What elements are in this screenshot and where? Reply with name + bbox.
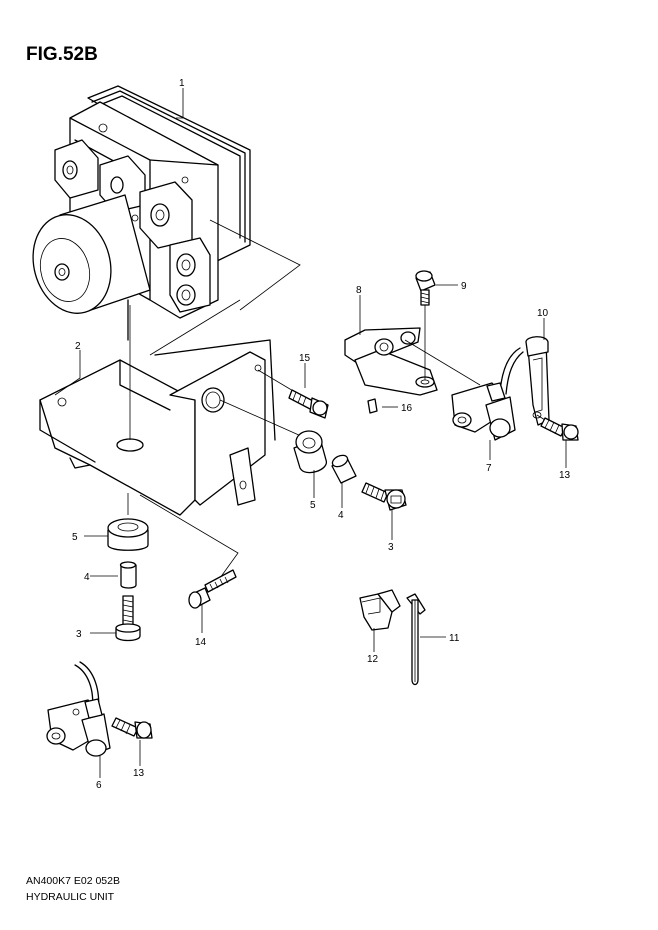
bolt-9-part[interactable] xyxy=(415,270,436,380)
hydraulic-unit-part[interactable] xyxy=(22,85,251,341)
cable-tie-part[interactable] xyxy=(406,593,426,686)
callout-7: 7 xyxy=(486,463,492,474)
speed-sensor-right-part[interactable] xyxy=(404,339,524,441)
callout-5: 5 xyxy=(72,532,78,543)
callout-15: 15 xyxy=(299,353,311,364)
callout-3: 3 xyxy=(76,629,82,640)
callout-10: 10 xyxy=(537,308,549,319)
callout-12: 12 xyxy=(367,654,379,665)
callout-16: 16 xyxy=(401,403,413,414)
callout-4: 4 xyxy=(84,572,90,583)
collar-left-part[interactable] xyxy=(119,561,137,589)
callout-14: 14 xyxy=(195,637,207,648)
figure-title: FIG.52B xyxy=(26,44,98,65)
collar-right-part[interactable] xyxy=(331,453,357,484)
figure-code: AN400K7 E02 052B xyxy=(26,875,120,887)
callout-13: 13 xyxy=(559,470,571,481)
callout-3: 3 xyxy=(388,542,394,553)
bolt-13-left-part[interactable] xyxy=(111,717,153,739)
bolt-right-part[interactable] xyxy=(361,482,407,511)
cable-clamp-part[interactable] xyxy=(525,336,550,426)
bolt-13-right-part[interactable] xyxy=(536,414,579,441)
figure-name: HYDRAULIC UNIT xyxy=(26,891,115,903)
callout-9: 9 xyxy=(461,281,467,292)
callout-8: 8 xyxy=(356,285,362,296)
hose-clip-part[interactable] xyxy=(359,589,401,631)
callout-13: 13 xyxy=(133,768,145,779)
speed-sensor-left-part[interactable] xyxy=(46,661,111,757)
mounting-bracket-part[interactable] xyxy=(39,339,276,516)
sensor-bracket-part[interactable] xyxy=(344,327,438,396)
callout-2: 2 xyxy=(75,341,81,352)
callout-6: 6 xyxy=(96,780,102,791)
callout-1: 1 xyxy=(179,78,185,89)
callout-4: 4 xyxy=(338,510,344,521)
pin-16-part[interactable] xyxy=(367,398,378,414)
bolt-14-part[interactable] xyxy=(139,494,239,609)
bolt-left-part[interactable] xyxy=(115,595,141,642)
callout-11: 11 xyxy=(449,633,460,644)
grommet-right-part[interactable] xyxy=(219,399,327,474)
callout-5: 5 xyxy=(310,500,316,511)
grommet-left-part[interactable] xyxy=(107,518,149,551)
bolt-15-part[interactable] xyxy=(257,369,329,419)
